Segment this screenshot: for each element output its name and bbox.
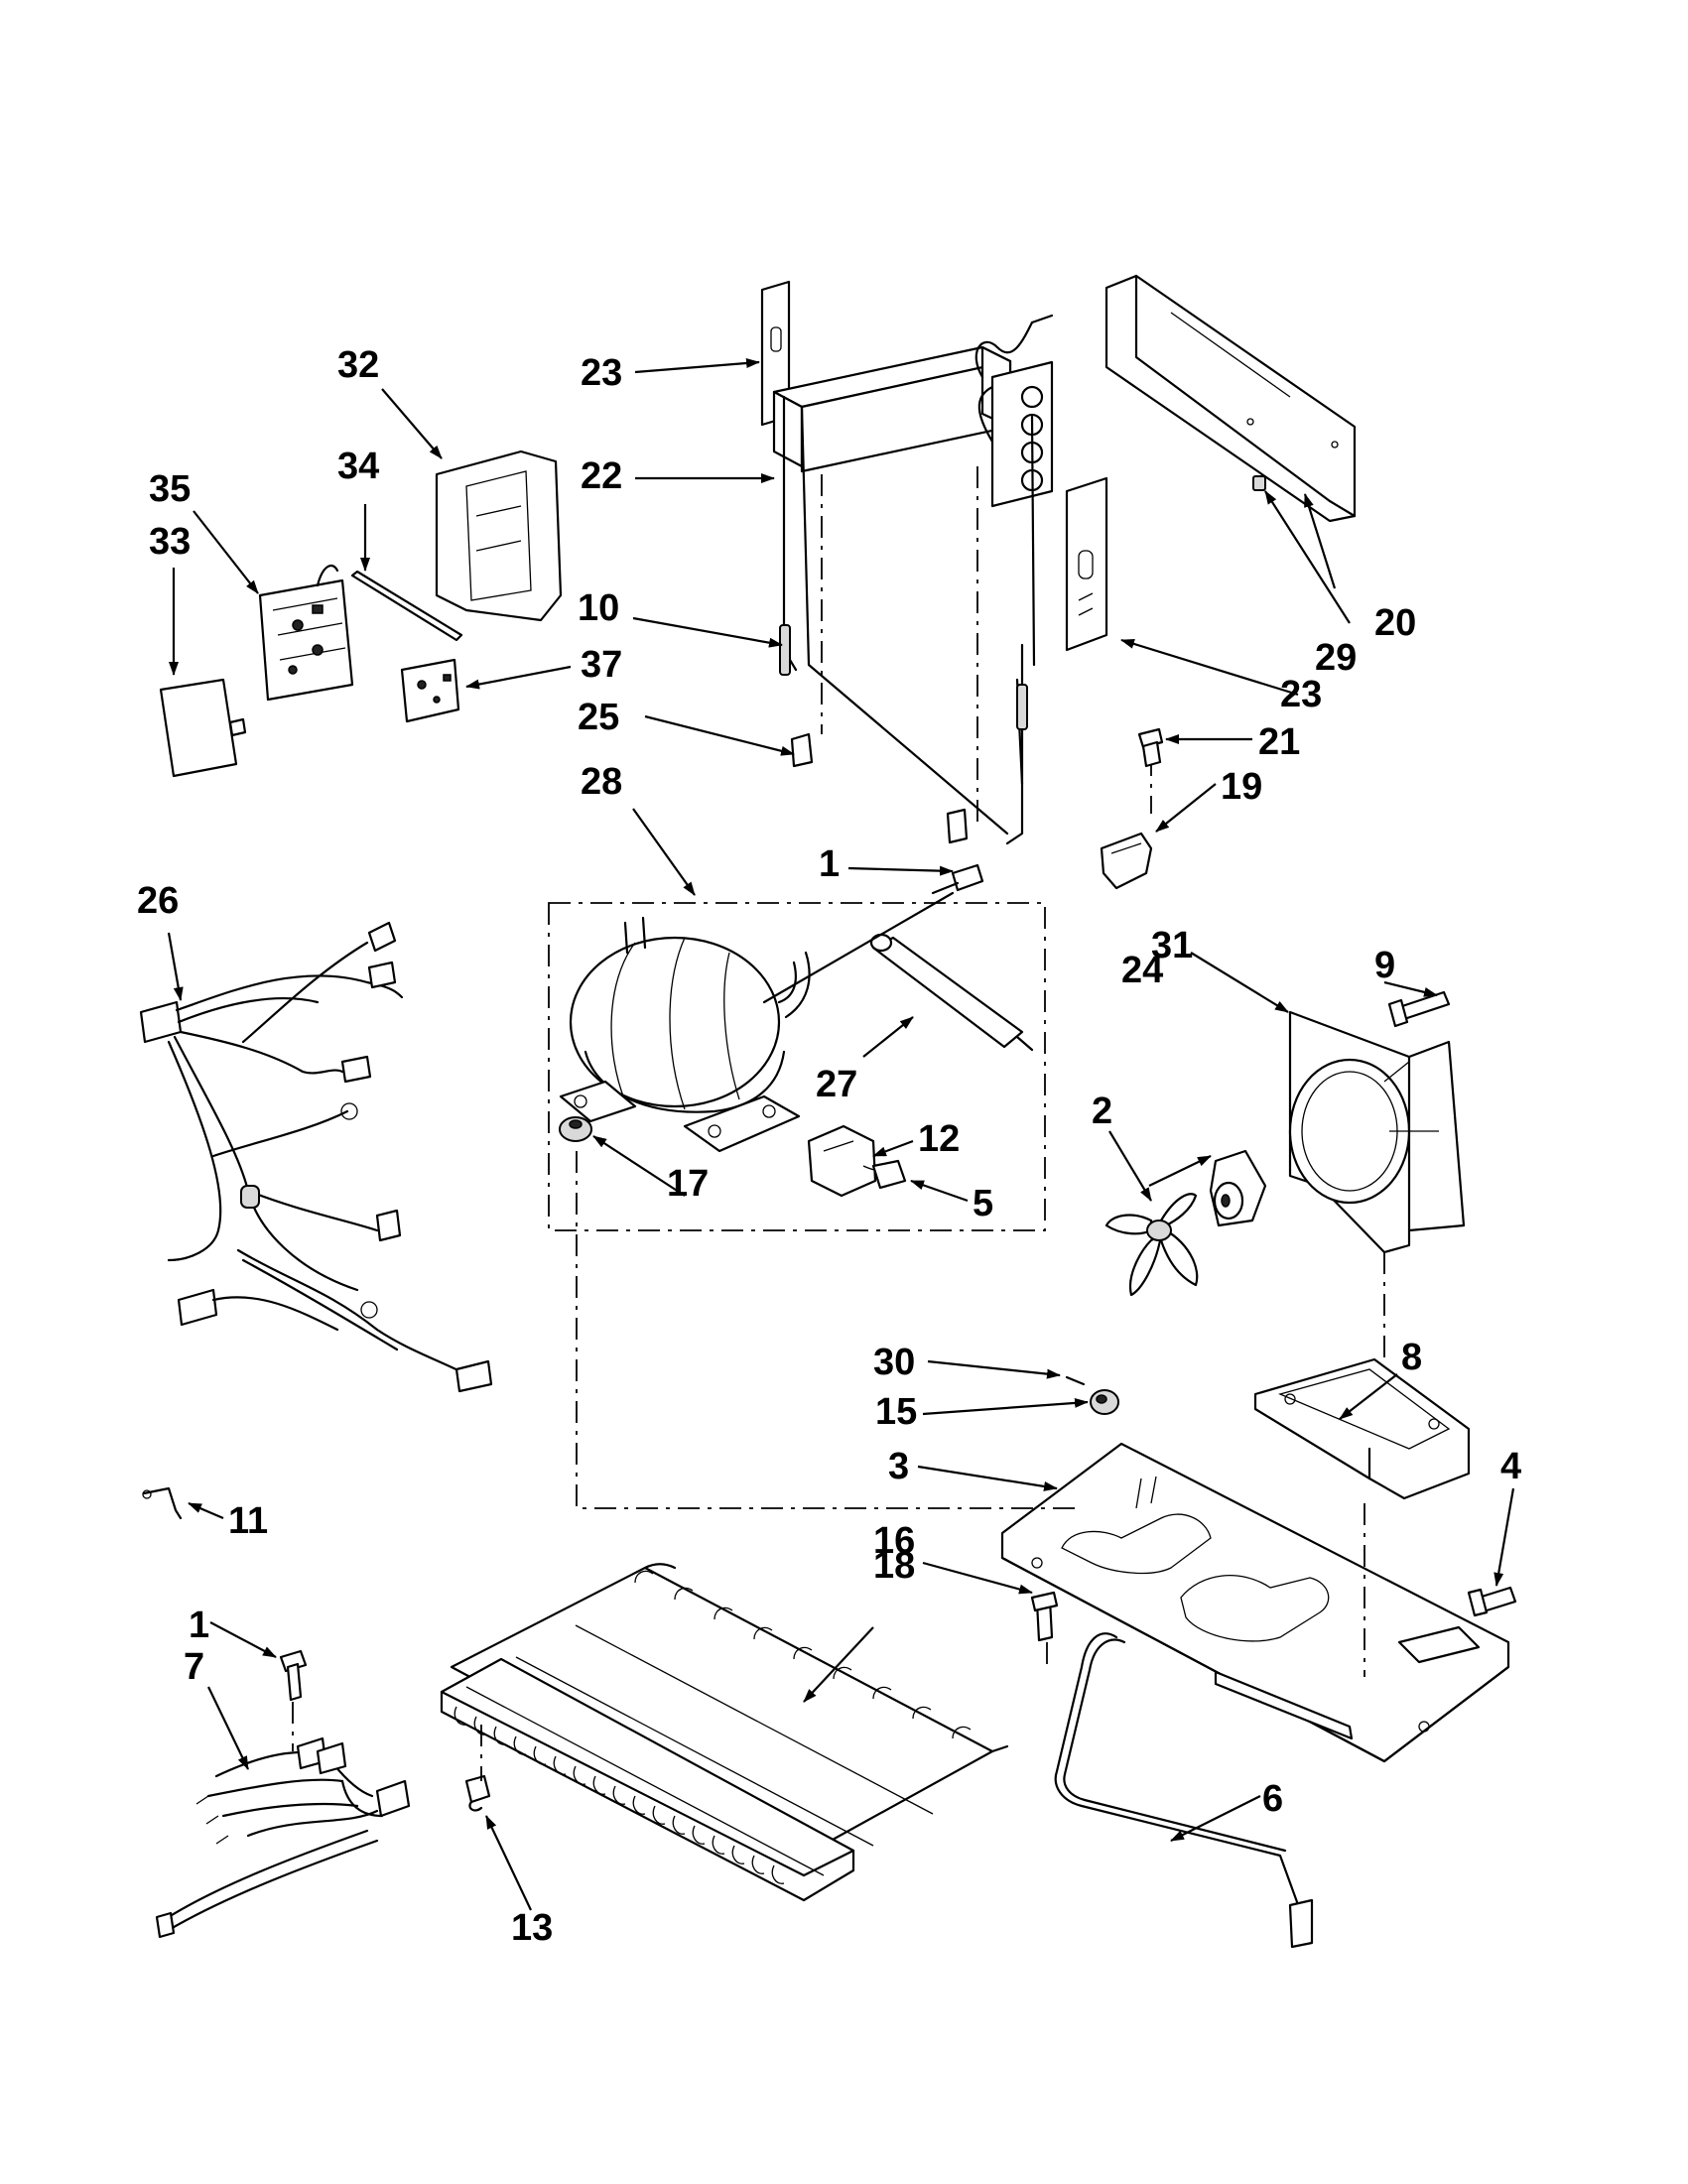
- callout-37: 37: [581, 644, 622, 686]
- callout-30: 30: [873, 1342, 915, 1383]
- evaporator-cover: [1104, 274, 1357, 523]
- callout-4: 4: [1500, 1446, 1521, 1487]
- callout-35: 35: [149, 468, 191, 510]
- callout-29: 29: [1315, 637, 1357, 679]
- callout-23-lower: 23: [1280, 674, 1322, 715]
- callout-26: 26: [137, 880, 179, 922]
- callout-17: 17: [667, 1163, 709, 1205]
- callout-7: 7: [184, 1646, 204, 1688]
- grommet-pin: [1065, 1375, 1086, 1386]
- filter-drier: [869, 933, 1034, 1052]
- condenser-tube: [1054, 1632, 1314, 1949]
- condenser-coil: [440, 1563, 1009, 1902]
- main-wiring-harness: [139, 921, 493, 1393]
- callout-20: 20: [1374, 602, 1416, 644]
- callout-21: 21: [1258, 721, 1300, 763]
- callout-6: 6: [1262, 1778, 1283, 1820]
- callout-3: 3: [888, 1446, 909, 1487]
- base-grommet: [1090, 1389, 1119, 1415]
- bracket-screw: [1137, 727, 1164, 768]
- callout-33: 33: [149, 521, 191, 563]
- bracket-part: [1100, 832, 1153, 890]
- callout-12: 12: [918, 1118, 960, 1160]
- evaporator-coil: [760, 280, 1054, 508]
- callout-5: 5: [973, 1183, 993, 1224]
- callout-32: 32: [337, 344, 379, 386]
- main-control-board: [258, 564, 354, 702]
- heater-harness: [155, 1736, 411, 1939]
- compressor-grommet: [559, 1116, 592, 1142]
- callout-13: 13: [511, 1907, 553, 1949]
- callout-11: 11: [228, 1500, 268, 1542]
- condenser-clip: [464, 1774, 491, 1812]
- callout-28: 28: [581, 761, 622, 803]
- compressor: [559, 916, 811, 1153]
- callout-27: 27: [816, 1064, 857, 1105]
- base-screw-right: [1467, 1586, 1517, 1617]
- condenser-fan-motor: [1209, 1149, 1267, 1227]
- callout-8: 8: [1401, 1337, 1422, 1378]
- control-housing: [435, 450, 563, 622]
- callout-2: 2: [1092, 1091, 1112, 1132]
- callout-1-lower: 1: [189, 1605, 209, 1646]
- suction-line-screw: [762, 863, 984, 1004]
- machine-compartment-base: [1000, 1442, 1510, 1763]
- callout-9: 9: [1374, 945, 1395, 986]
- callout-1-upper: 1: [819, 843, 840, 885]
- leader-lines: [167, 358, 1515, 1911]
- callout-24: 24: [1121, 950, 1163, 991]
- alignment-lines: [292, 466, 1385, 1781]
- callout-34: 34: [337, 446, 379, 487]
- callout-10: 10: [578, 587, 619, 629]
- condenser-fan-blade: [1104, 1193, 1199, 1297]
- overload-protector: [871, 1159, 907, 1190]
- callout-labels: 1 1 2 3 4 5 6 7 8 9 10 11 12 13 15 16 17…: [137, 344, 1521, 1949]
- control-strip: [350, 570, 463, 642]
- fan-shroud: [1288, 1010, 1466, 1254]
- evaporator-bracket-right: [1065, 476, 1108, 652]
- small-clip: [142, 1486, 183, 1520]
- callout-22: 22: [581, 455, 622, 497]
- callout-19: 19: [1221, 766, 1262, 808]
- control-board-cover: [159, 678, 247, 778]
- fan-motor-bracket: [1253, 1357, 1471, 1500]
- callout-23-upper: 23: [581, 352, 622, 394]
- compressor-group-frame: [548, 902, 1046, 1231]
- base-screw-front: [1030, 1591, 1059, 1642]
- start-relay: [807, 1124, 889, 1198]
- callout-31: 31: [1151, 925, 1193, 966]
- callout-18: 18: [873, 1545, 915, 1587]
- defrost-heater: [779, 395, 1036, 845]
- cover-clip: [1252, 475, 1266, 491]
- callout-16: 16: [873, 1520, 915, 1562]
- shroud-screw: [1387, 990, 1451, 1028]
- heater-screw: [279, 1649, 308, 1702]
- callout-25: 25: [578, 697, 619, 738]
- auxiliary-control-board: [400, 658, 460, 723]
- callout-15: 15: [875, 1391, 917, 1433]
